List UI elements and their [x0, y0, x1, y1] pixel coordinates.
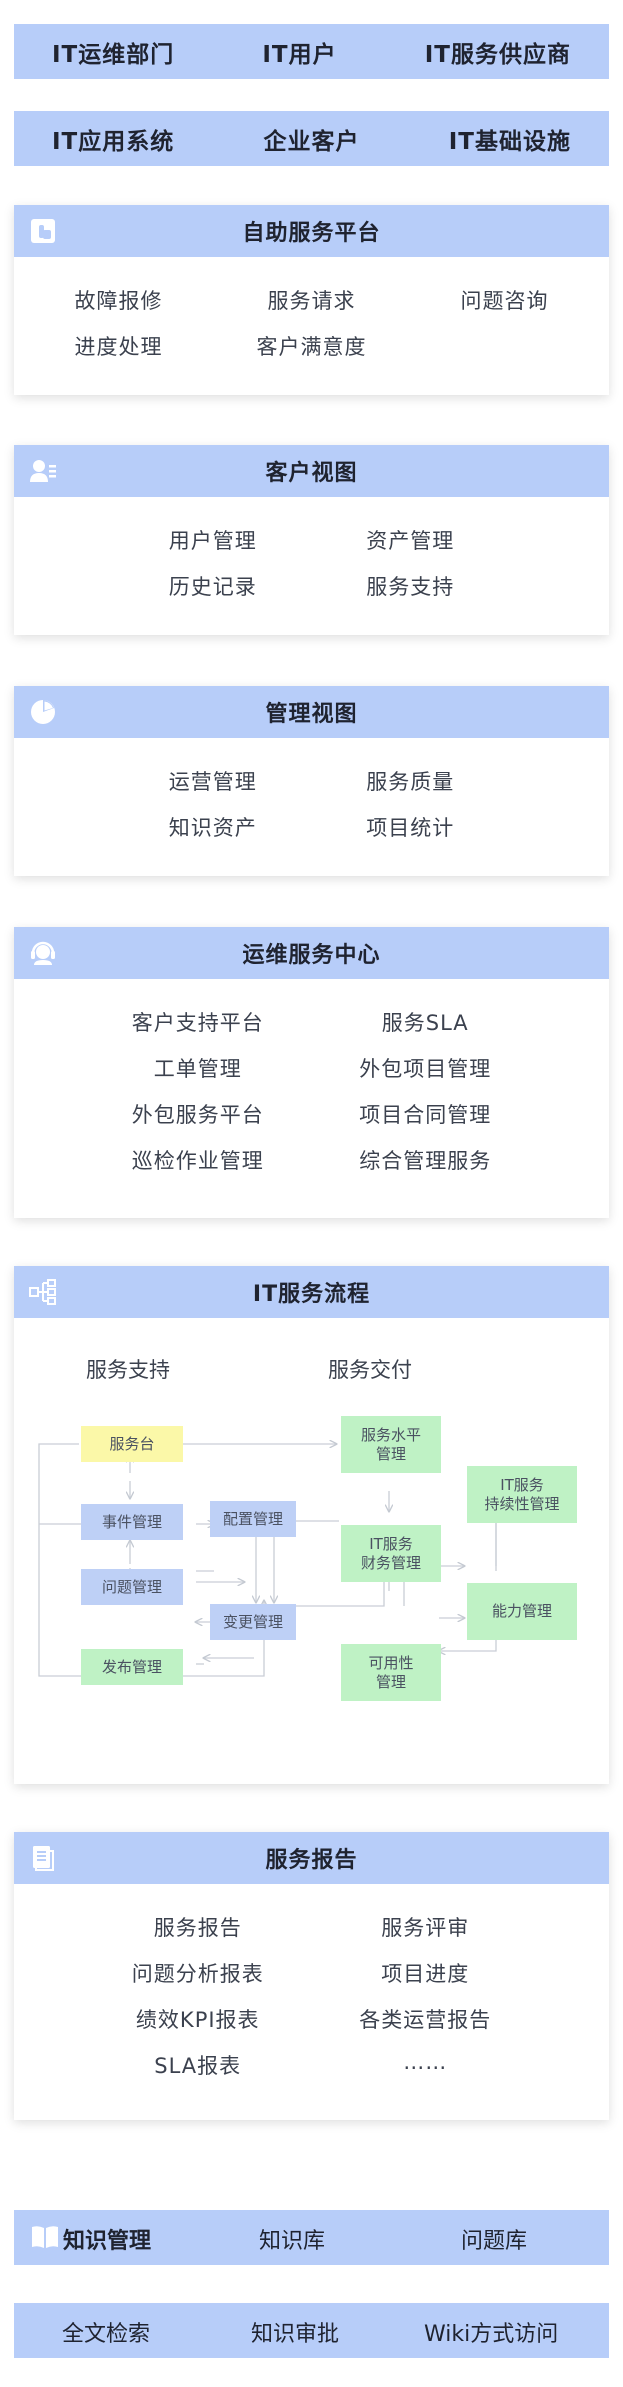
customer-view-title: 客户视图: [265, 461, 358, 486]
stakeholder-row-1: IT运维部门 IT用户 IT服务供应商: [14, 24, 609, 79]
node-change-management[interactable]: 变更管理: [210, 1604, 296, 1640]
it-flow-title: IT服务流程: [252, 1282, 371, 1307]
node-it-continuity-management[interactable]: IT服务 持续性管理: [467, 1466, 577, 1523]
ops-center-header: 运维服务中心: [14, 927, 609, 979]
self-service-item[interactable]: 客户满意度: [256, 335, 367, 359]
node-it-financial-management[interactable]: IT服务 财务管理: [341, 1525, 441, 1582]
ops-center-item[interactable]: 服务SLA: [381, 1011, 469, 1035]
knowledge-row-1: 知识管理 知识库 问题库: [14, 2210, 609, 2265]
self-service-item[interactable]: 故障报修: [74, 289, 163, 313]
ops-center-items: 客户支持平台 服务SLA 工单管理 外包项目管理 外包服务平台 项目合同管理 巡…: [14, 979, 609, 1175]
customer-view-card: 客户视图 用户管理 资产管理 历史记录 服务支持: [14, 445, 609, 635]
customer-view-item[interactable]: 用户管理: [168, 529, 257, 553]
self-service-items: 故障报修 服务请求 问题咨询 进度处理 客户满意度: [14, 257, 609, 361]
customer-view-items: 用户管理 资产管理 历史记录 服务支持: [14, 497, 609, 601]
self-service-title: 自助服务平台: [242, 221, 381, 246]
col-service-support: 服务支持: [86, 1358, 170, 1382]
service-report-card: 服务报告 服务报告 服务评审 问题分析报表 项目进度 绩效KPI报表 各类运营报…: [14, 1832, 609, 2120]
stakeholder-it-users[interactable]: IT用户: [262, 41, 337, 68]
it-flow-card: IT服务流程 服务支持 服务交付: [14, 1266, 609, 1784]
ops-center-item[interactable]: 工单管理: [153, 1057, 242, 1081]
service-report-item[interactable]: 绩效KPI报表: [135, 2008, 260, 2032]
customer-view-item[interactable]: 资产管理: [366, 529, 455, 553]
ops-center-item[interactable]: 项目合同管理: [359, 1103, 492, 1127]
document-icon: [33, 1846, 54, 1871]
service-report-item[interactable]: 各类运营报告: [359, 2008, 492, 2032]
headset-icon: [31, 941, 55, 965]
flow-icon: [29, 1279, 56, 1305]
customer-view-item[interactable]: 服务支持: [366, 575, 455, 599]
node-problem-management[interactable]: 问题管理: [81, 1569, 183, 1605]
management-view-item[interactable]: 服务质量: [366, 770, 455, 794]
stakeholder-it-apps[interactable]: IT应用系统: [52, 128, 175, 155]
ops-center-item[interactable]: 客户支持平台: [131, 1011, 264, 1035]
service-report-item[interactable]: 服务评审: [381, 1916, 470, 1940]
touch-icon: [31, 219, 55, 243]
management-view-header: 管理视图: [14, 686, 609, 738]
self-service-item[interactable]: 问题咨询: [460, 289, 549, 313]
ops-center-card: 运维服务中心 客户支持平台 服务SLA 工单管理 外包项目管理 外包服务平台 项…: [14, 927, 609, 1218]
management-view-title: 管理视图: [265, 702, 358, 727]
node-service-desk[interactable]: 服务台: [81, 1426, 183, 1462]
node-availability-management[interactable]: 可用性 管理: [341, 1644, 441, 1701]
stakeholder-enterprise-customers[interactable]: 企业客户: [263, 128, 360, 155]
service-report-items: 服务报告 服务评审 问题分析报表 项目进度 绩效KPI报表 各类运营报告 SLA…: [14, 1884, 609, 2080]
customer-view-header: 客户视图: [14, 445, 609, 497]
pie-chart-icon: [31, 700, 55, 724]
management-view-item[interactable]: 项目统计: [366, 816, 455, 840]
node-incident-management[interactable]: 事件管理: [81, 1504, 183, 1540]
users-icon: [30, 460, 56, 482]
customer-view-item[interactable]: 历史记录: [168, 575, 257, 599]
node-capacity-management[interactable]: 能力管理: [467, 1583, 577, 1640]
self-service-header: 自助服务平台: [14, 205, 609, 257]
ops-center-item[interactable]: 外包项目管理: [359, 1057, 492, 1081]
knowledge-approval-link[interactable]: 知识审批: [251, 2322, 340, 2347]
ops-center-item[interactable]: 巡检作业管理: [131, 1149, 264, 1173]
knowledge-management-label: 知识管理: [63, 2229, 152, 2254]
knowledge-row-2: 全文检索 知识审批 Wiki方式访问: [14, 2303, 609, 2358]
knowledge-base-link[interactable]: 知识库: [259, 2229, 326, 2254]
self-service-card: 自助服务平台 故障报修 服务请求 问题咨询 进度处理 客户满意度: [14, 205, 609, 395]
service-report-header: 服务报告: [14, 1832, 609, 1884]
ops-center-item[interactable]: 外包服务平台: [131, 1103, 264, 1127]
management-view-card: 管理视图 运营管理 服务质量 知识资产 项目统计: [14, 686, 609, 876]
book-icon: [32, 2226, 58, 2248]
problem-base-link[interactable]: 问题库: [461, 2229, 528, 2254]
self-service-item[interactable]: 服务请求: [267, 289, 356, 313]
service-report-item[interactable]: 服务报告: [153, 1916, 242, 1940]
service-report-item[interactable]: SLA报表: [154, 2054, 242, 2078]
wiki-access-link[interactable]: Wiki方式访问: [424, 2322, 559, 2347]
node-config-management[interactable]: 配置管理: [210, 1501, 296, 1537]
ops-center-title: 运维服务中心: [242, 943, 381, 968]
management-view-item[interactable]: 知识资产: [168, 816, 257, 840]
it-flow-header: IT服务流程: [14, 1266, 609, 1318]
management-view-items: 运营管理 服务质量 知识资产 项目统计: [14, 738, 609, 842]
col-service-delivery: 服务交付: [328, 1358, 412, 1382]
service-report-title: 服务报告: [265, 1848, 358, 1873]
service-report-item[interactable]: 项目进度: [381, 1962, 470, 1986]
stakeholder-it-suppliers[interactable]: IT服务供应商: [424, 41, 571, 68]
stakeholder-it-infrastructure[interactable]: IT基础设施: [448, 128, 571, 155]
self-service-item[interactable]: 进度处理: [74, 335, 163, 359]
management-view-item[interactable]: 运营管理: [168, 770, 257, 794]
fulltext-search-link[interactable]: 全文检索: [62, 2322, 151, 2347]
node-release-management[interactable]: 发布管理: [81, 1649, 183, 1685]
node-service-level-management[interactable]: 服务水平 管理: [341, 1416, 441, 1473]
stakeholder-row-2: IT应用系统 企业客户 IT基础设施: [14, 111, 609, 166]
service-report-item[interactable]: 问题分析报表: [131, 1962, 264, 1986]
stakeholder-it-ops[interactable]: IT运维部门: [52, 41, 175, 68]
ops-center-item[interactable]: 综合管理服务: [359, 1149, 492, 1173]
service-report-item[interactable]: ……: [403, 2050, 448, 2074]
